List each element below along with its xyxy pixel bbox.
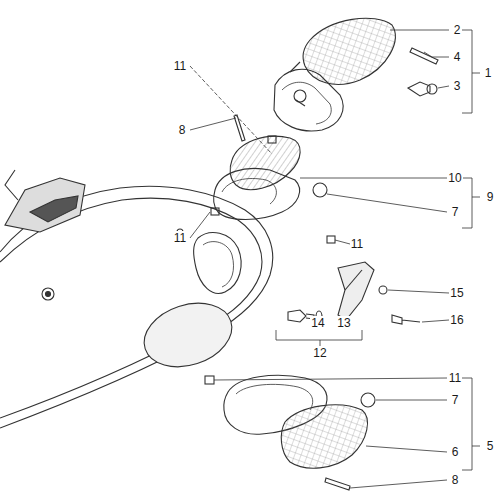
bracket-assembly: [288, 236, 420, 324]
callout-number: 6: [451, 445, 460, 459]
callout-number: 11: [448, 371, 462, 385]
callout-number: 7: [451, 393, 460, 407]
callout-number: 10: [447, 171, 462, 185]
callout-number: 8: [451, 473, 460, 487]
callout-number: 7: [451, 205, 460, 219]
callout-number: 15: [449, 286, 464, 300]
callout-number: 11: [173, 231, 187, 245]
callout-number: 5: [486, 439, 495, 453]
callout-number: 12: [312, 346, 327, 360]
callout-number: 11: [173, 59, 187, 73]
callout-number: 11: [350, 237, 364, 251]
front-indicator-upper: [274, 18, 438, 131]
scooter-body: [0, 170, 273, 428]
callout-number: 14: [310, 316, 325, 330]
leader-lines: [190, 30, 480, 488]
callout-number: 2: [453, 23, 462, 37]
rear-indicator: [205, 375, 375, 490]
front-indicator-lower: [211, 115, 327, 220]
callout-number: 8: [178, 123, 187, 137]
callout-number: 16: [449, 313, 464, 327]
callout-number: 1: [484, 66, 493, 80]
callout-number: 9: [486, 190, 495, 204]
callout-number: 3: [453, 79, 462, 93]
callout-number: 4: [453, 50, 462, 64]
callout-number: 13: [336, 316, 351, 330]
